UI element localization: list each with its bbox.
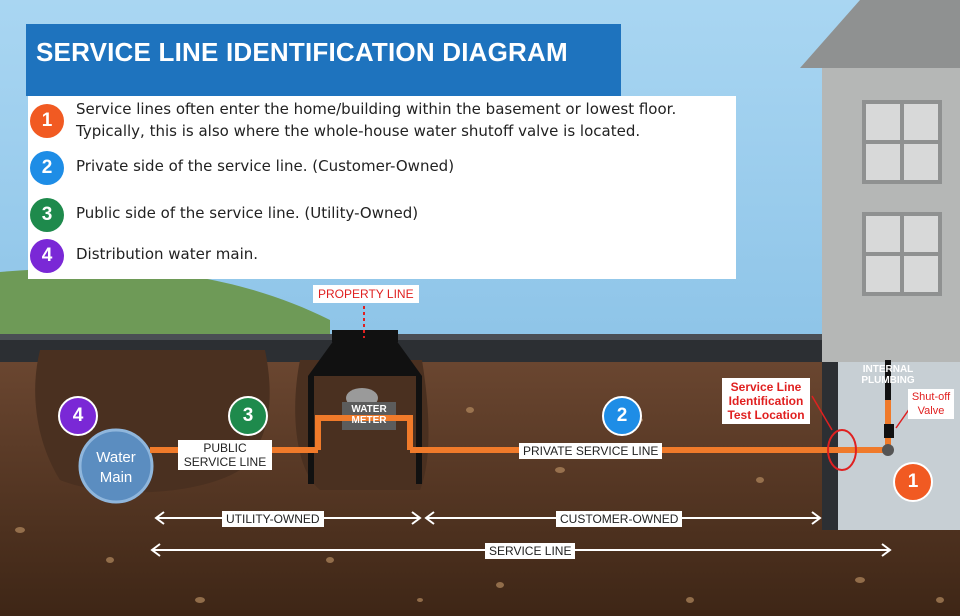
legend-badge-2: 2 xyxy=(30,151,64,185)
legend-panel: 1 Service lines often enter the home/bui… xyxy=(28,96,736,279)
customer-owned-label: CUSTOMER-OWNED xyxy=(556,511,683,527)
test-location-label: Service Line Identification Test Locatio… xyxy=(722,378,810,424)
legend-item-3: 3 Public side of the service line. (Util… xyxy=(30,198,418,232)
service-line-label: SERVICE LINE xyxy=(485,543,576,559)
test-location-circle xyxy=(827,429,857,471)
water-main xyxy=(78,428,154,504)
green-hill xyxy=(0,268,330,340)
private-service-line-label: PRIVATE SERVICE LINE xyxy=(519,443,663,459)
legend-badge-1: 1 xyxy=(30,104,64,138)
property-line-label: PROPERTY LINE xyxy=(313,285,419,303)
legend-text-4: Distribution water main. xyxy=(76,245,259,263)
legend-text-2: Private side of the service line. (Custo… xyxy=(76,157,455,175)
water-main-label: Water Main xyxy=(96,449,136,486)
marker-4: 4 xyxy=(58,396,98,436)
water-meter-label: WATER METER xyxy=(351,404,387,426)
marker-1: 1 xyxy=(893,462,933,502)
title-bar xyxy=(26,24,621,96)
utility-owned-label: UTILITY-OWNED xyxy=(222,511,324,527)
legend-badge-3: 3 xyxy=(30,198,64,232)
legend-item-4: 4 Distribution water main. xyxy=(30,239,258,273)
legend-item-1: 1 Service lines often enter the home/bui… xyxy=(30,100,726,142)
marker-2: 2 xyxy=(602,396,642,436)
legend-text-1: Service lines often enter the home/build… xyxy=(76,100,677,140)
page-title: SERVICE LINE IDENTIFICATION DIAGRAM xyxy=(36,37,568,67)
legend-badge-4: 4 xyxy=(30,239,64,273)
marker-3: 3 xyxy=(228,396,268,436)
internal-plumbing-label: INTERNAL PLUMBING xyxy=(861,364,915,386)
legend-item-2: 2 Private side of the service line. (Cus… xyxy=(30,151,454,185)
legend-text-3: Public side of the service line. (Utilit… xyxy=(76,204,419,222)
shutoff-valve-label: Shut-off Valve xyxy=(908,389,954,419)
public-service-line-label: PUBLIC SERVICE LINE xyxy=(178,440,272,470)
